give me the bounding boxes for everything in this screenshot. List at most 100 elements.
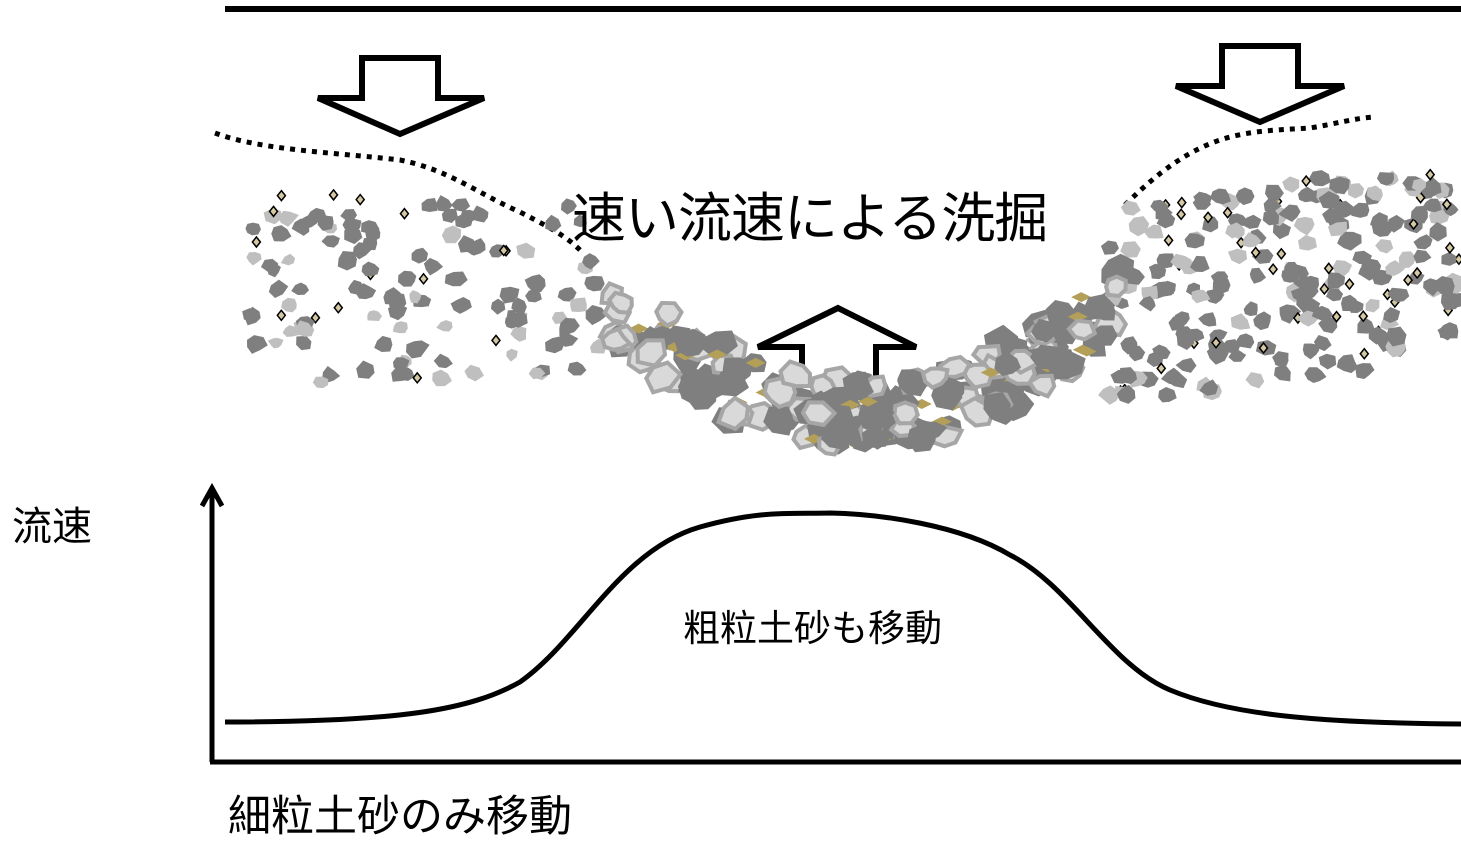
gravel-particle: [654, 300, 684, 328]
gravel-particle: [1227, 248, 1248, 265]
sand-particle: [276, 309, 287, 322]
gravel-particle: [1421, 198, 1442, 213]
y-axis-label: 流速: [12, 504, 92, 550]
sand-particle: [1403, 273, 1414, 287]
gravel-particle: [1273, 364, 1291, 382]
gravel-particle: [1120, 241, 1141, 258]
gravel-particle: [1264, 184, 1284, 201]
sand-particle: [1425, 168, 1436, 181]
gravel-particle: [432, 369, 452, 387]
gravel-particle: [1245, 372, 1265, 389]
original-bed-line-left: [214, 130, 582, 252]
sand-particle: [1444, 241, 1455, 255]
gravel-particle: [606, 290, 634, 315]
gravel-particle: [450, 198, 471, 212]
gravel-particle: [1262, 208, 1280, 226]
gravel-particle: [296, 335, 312, 351]
fine-sand-particle: [857, 396, 878, 407]
gravel-particle: [436, 320, 453, 332]
gravel-particle: [280, 253, 296, 266]
gravel-particle: [557, 287, 577, 302]
gravel-particle: [820, 427, 851, 450]
gravel-particle: [490, 298, 506, 315]
gravel-particle: [1249, 267, 1267, 284]
gravel-particle: [374, 335, 393, 353]
gravel-particle: [1120, 200, 1141, 216]
gravel-particle: [1272, 222, 1291, 240]
gravel-particle: [466, 237, 486, 256]
gravel-particle: [1293, 264, 1310, 281]
gravel-particle: [1209, 329, 1228, 342]
gravel-particle: [1029, 344, 1067, 370]
sand-particle: [1408, 217, 1419, 231]
gravel-particle: [1438, 322, 1459, 339]
gravel-particle: [321, 235, 340, 248]
gravel-particle: [1120, 367, 1138, 385]
gravel-particle: [1235, 333, 1255, 349]
gravel-particle: [1212, 277, 1231, 294]
gravel-particle: [1376, 172, 1395, 186]
gravel-particle: [291, 218, 310, 236]
gravel-particle: [1138, 296, 1156, 312]
riverbed-gravel: [242, 168, 1461, 457]
fine-sand-particle: [745, 357, 766, 368]
gravel-particle: [1150, 199, 1169, 214]
gravel-particle: [387, 303, 408, 321]
gravel-particle: [644, 360, 684, 395]
gravel-particle: [1241, 232, 1262, 248]
gravel-particle: [348, 279, 364, 295]
sand-particle: [1250, 246, 1261, 259]
gravel-particle: [959, 362, 995, 390]
gravel-particle: [1383, 307, 1401, 324]
gravel-particle: [1308, 170, 1331, 187]
gravel-particle: [584, 275, 605, 292]
gravel-particle: [1386, 326, 1407, 347]
gravel-particle: [1230, 313, 1251, 330]
gravel-particle: [1116, 384, 1136, 404]
gravel-particle: [1199, 379, 1219, 396]
gravel-particle: [1157, 280, 1176, 297]
gravel-particle: [1357, 316, 1375, 334]
gravel-particle: [1313, 335, 1332, 352]
gravel-particle: [352, 242, 372, 260]
gravel-particle: [361, 261, 380, 277]
gravel-particle: [1097, 385, 1120, 405]
gravel-particle: [1351, 202, 1370, 218]
sand-particle: [333, 301, 344, 314]
sand-particle: [1203, 211, 1214, 224]
gravel-particle: [506, 348, 518, 362]
gravel-particle: [1198, 312, 1217, 327]
scour-title: 速い流速による洗掘: [572, 187, 1048, 250]
gravel-particle: [281, 297, 297, 313]
gravel-particle: [1083, 293, 1116, 320]
gravel-particle: [245, 222, 261, 236]
gravel-particle: [322, 366, 341, 383]
gravel-particle: [1100, 240, 1119, 255]
gravel-particle: [1175, 357, 1197, 373]
gravel-particle: [260, 258, 279, 272]
gravel-particle: [1336, 354, 1359, 374]
down-arrow-icon: [316, 55, 486, 138]
gravel-particle: [1366, 185, 1383, 202]
gravel-particle: [1329, 176, 1350, 195]
fine-sand-particle: [707, 349, 728, 360]
sand-particle: [1268, 262, 1279, 276]
sand-particle: [1358, 309, 1369, 323]
gravel-particle: [1128, 216, 1150, 237]
gravel-particle: [1204, 289, 1225, 304]
gravel-particle: [1129, 345, 1146, 362]
gravel-particle: [1347, 183, 1365, 199]
gravel-particle: [295, 320, 314, 336]
gravel-particle: [1352, 250, 1373, 265]
gravel-particle: [441, 225, 462, 244]
fine-sediment-label: 細粒土砂のみ移動: [228, 792, 572, 842]
gravel-particle: [1411, 178, 1427, 193]
gravel-particle: [842, 371, 874, 399]
gravel-particle: [1355, 363, 1375, 380]
gravel-particle: [1413, 234, 1433, 250]
sand-particle: [399, 207, 410, 220]
gravel-particle: [516, 242, 536, 259]
sand-particle: [418, 272, 429, 286]
gravel-particle: [1279, 304, 1302, 324]
